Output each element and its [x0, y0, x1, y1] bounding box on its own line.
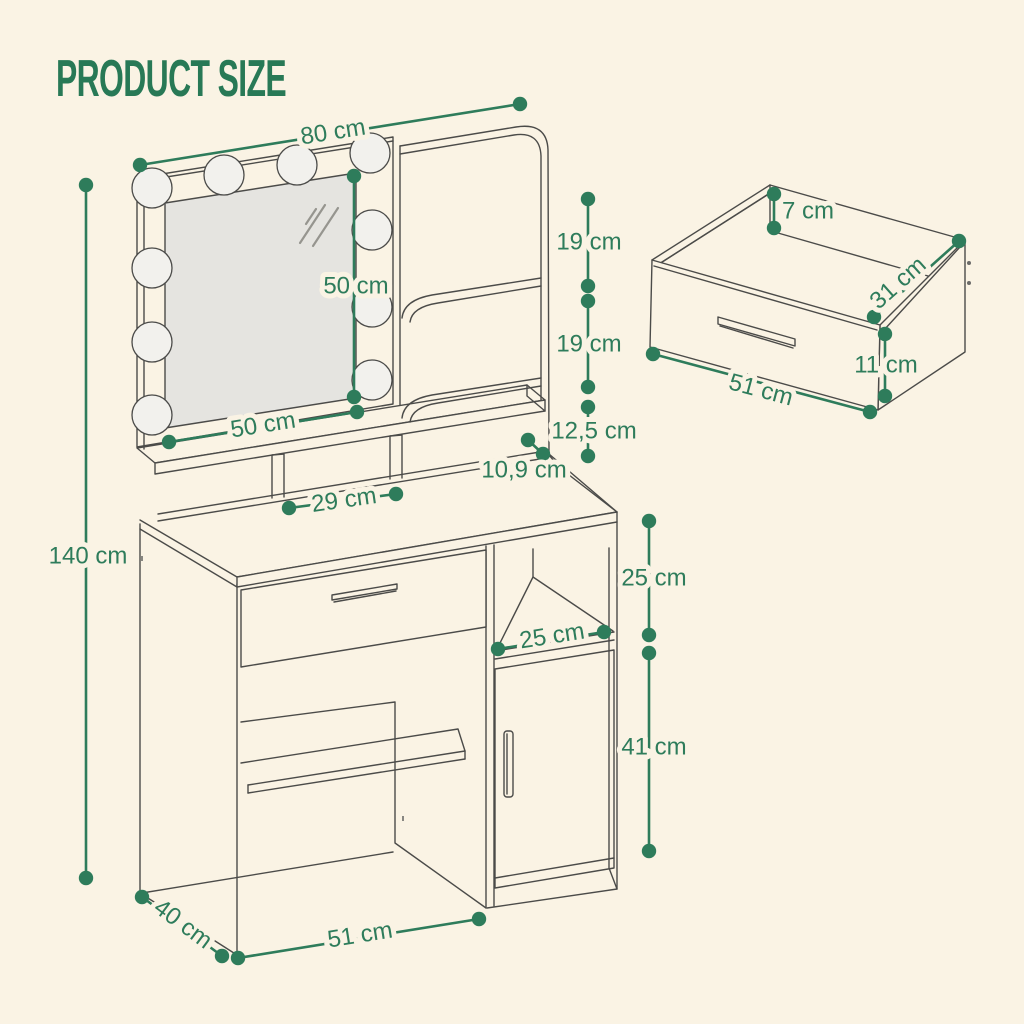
cabinet-door	[494, 649, 615, 889]
dim-bottom-shelf-gap: 12,5 cm	[546, 399, 642, 464]
dim-drawer-front-height: 11 cm	[849, 326, 923, 404]
drawer-left-side	[651, 184, 776, 265]
cubby-divider-left	[271, 453, 285, 499]
svg-text:19 cm: 19 cm	[556, 229, 621, 256]
kneespace-shelf	[240, 728, 466, 794]
cabinet-niche	[494, 548, 615, 660]
dim-mirror-height: 50 cm	[318, 168, 394, 405]
tower-shelf-2	[401, 377, 542, 419]
dim-door-height: 41 cm	[616, 645, 692, 859]
svg-text:50 cm: 50 cm	[323, 273, 388, 300]
mirror-glass	[164, 172, 357, 429]
screw-hole	[967, 281, 971, 285]
svg-text:7 cm: 7 cm	[782, 198, 834, 225]
mirror-light-bulbs	[131, 132, 393, 436]
desk-right-panel	[486, 521, 618, 909]
vanity-drawing	[131, 125, 618, 956]
dim-table-width: 51 cm	[230, 912, 487, 966]
desktop	[140, 454, 617, 577]
tower-shelf-1	[401, 277, 542, 319]
desk-drawer-handle	[331, 583, 398, 603]
kneespace-back	[240, 701, 487, 909]
center-partition	[485, 544, 495, 908]
drawer-handle	[717, 316, 796, 349]
page-title: PRODUCT SIZE	[56, 50, 286, 108]
svg-text:19 cm: 19 cm	[556, 331, 621, 358]
shelf-bottom-board	[157, 451, 541, 522]
dim-shelf-depth: 10,9 cm	[476, 432, 572, 489]
dim-niche-height: 25 cm	[616, 513, 692, 643]
dim-upper-shelf-gap: 19 cm	[551, 191, 627, 294]
svg-text:140 cm: 140 cm	[49, 543, 128, 570]
cubby-divider-right	[389, 434, 403, 480]
cabinet-kickplate	[494, 857, 615, 879]
drawer-detail-drawing	[649, 184, 971, 411]
svg-text:25 cm: 25 cm	[518, 618, 587, 655]
desk-left-panel	[140, 524, 237, 955]
dim-total-height: 140 cm	[44, 177, 132, 886]
dim-lower-shelf-gap: 19 cm	[551, 293, 627, 395]
shelf-tower	[399, 125, 618, 513]
screw-marks	[141, 556, 404, 821]
desk-drawer-front	[240, 549, 487, 668]
svg-text:11 cm: 11 cm	[854, 352, 918, 379]
svg-text:51 cm: 51 cm	[326, 917, 395, 954]
svg-text:12,5 cm: 12,5 cm	[551, 418, 636, 445]
cabinet-door-handle	[503, 730, 514, 798]
svg-text:25 cm: 25 cm	[621, 565, 686, 592]
screw-hole	[967, 261, 971, 265]
dim-drawer-inner-height: 7 cm	[766, 186, 839, 236]
mirror-shine	[298, 203, 340, 248]
svg-text:41 cm: 41 cm	[621, 734, 686, 761]
svg-text:10,9 cm: 10,9 cm	[481, 457, 566, 484]
upper-shelf-unit	[136, 384, 546, 522]
